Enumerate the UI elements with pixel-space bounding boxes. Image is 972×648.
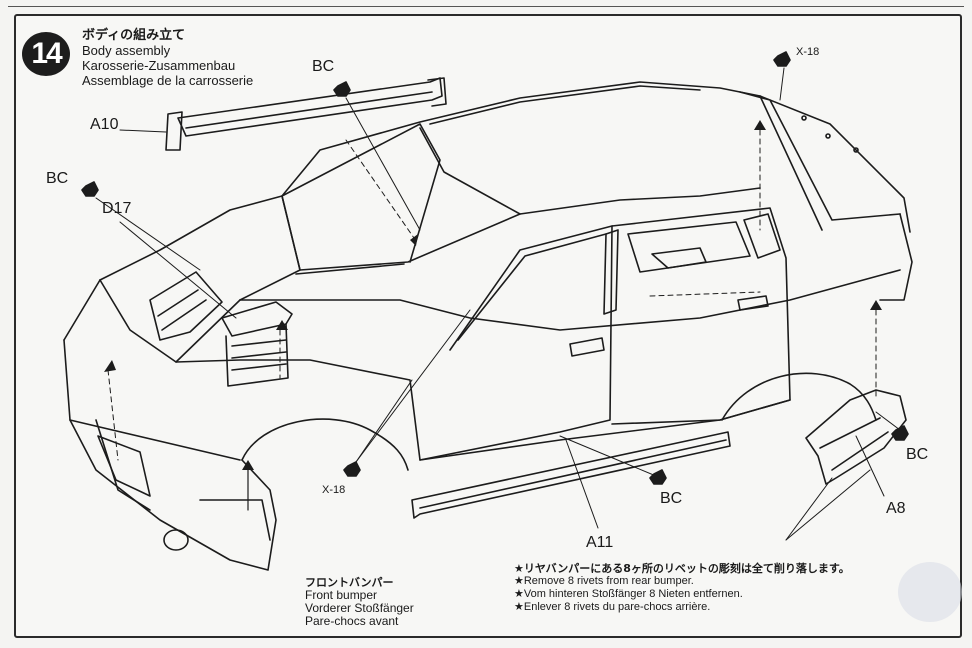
guide-arrows: [107, 129, 877, 461]
rivet-note-jp: ★リヤバンパーにある8ヶ所のリベットの彫刻は全て削り落します。: [514, 562, 850, 575]
rivet-removal-note: ★リヤバンパーにある8ヶ所のリベットの彫刻は全て削り落します。 ★Remove …: [514, 562, 850, 614]
top-border-strip: [8, 0, 964, 7]
label-bc-right: BC: [906, 446, 929, 463]
screw-x18-top-icon: [773, 51, 791, 67]
leader-lines: [95, 67, 901, 541]
label-a11: A11: [586, 534, 614, 551]
screw-bc-top-icon: [333, 81, 351, 97]
label-bc-bottom: BC: [660, 490, 683, 507]
label-x18-bottom: X-18: [322, 484, 346, 496]
arrow-heads: [104, 120, 882, 470]
rivet-note-en: ★Remove 8 rivets from rear bumper.: [514, 575, 694, 587]
next-page-bleed: [898, 562, 962, 622]
screw-bc-right-icon: [891, 425, 909, 441]
label-bc-left: BC: [46, 170, 69, 187]
step-frame: [14, 14, 962, 638]
label-x18-top: X-18: [796, 46, 820, 58]
rivet-note-de: ★Vom hinteren Stoßfänger 8 Nieten entfer…: [514, 588, 743, 600]
step-number-badge: 14: [22, 32, 70, 76]
label-a8: A8: [886, 500, 906, 517]
car-body: [63, 81, 913, 571]
hood-vent-part-d17: [221, 301, 293, 387]
front-bumper-callout: フロントバンパー Front bumper Vorderer Stoßfänge…: [305, 576, 414, 628]
label-a10: A10: [90, 116, 119, 133]
screw-bc-left-icon: [81, 181, 99, 197]
step-title-jp: ボディの組み立て: [82, 28, 186, 43]
screw-bc-bottom-icon: [649, 469, 667, 485]
rear-wing-part-a10: [165, 77, 447, 151]
front-bumper-en: Front bumper: [305, 588, 378, 602]
label-d17: D17: [102, 200, 132, 217]
front-bumper-jp: フロントバンパー: [305, 576, 394, 589]
fasteners: [81, 51, 909, 485]
front-bumper-de: Vorderer Stoßfänger: [305, 601, 414, 615]
step-title-de: Karosserie-Zusammenbau: [82, 58, 236, 73]
label-bc-top: BC: [312, 58, 335, 75]
front-bumper-fr: Pare-chocs avant: [305, 614, 399, 628]
step-title-en: Body assembly: [82, 43, 171, 58]
rivet-note-fr: ★Enlever 8 rivets du pare-chocs arrière.: [514, 601, 711, 613]
screw-x18-bottom-icon: [343, 461, 361, 477]
step-title-block: ボディの組み立て Body assembly Karosserie-Zusamm…: [82, 28, 253, 88]
step-title-fr: Assemblage de la carrosserie: [82, 73, 254, 88]
